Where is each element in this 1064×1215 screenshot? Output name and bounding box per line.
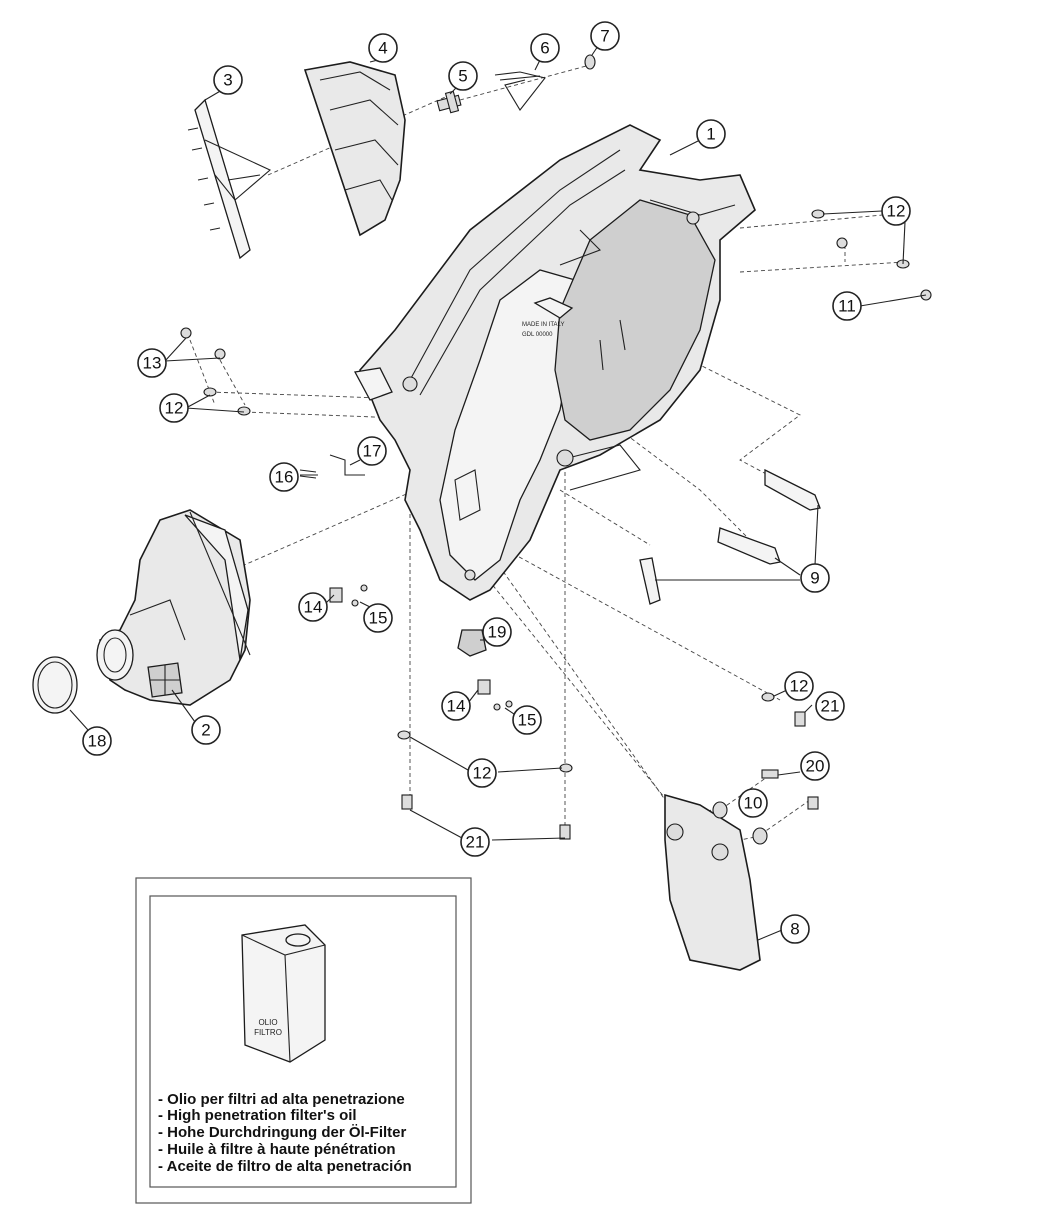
small-washer (584, 54, 596, 70)
callout-number: 1 (706, 125, 715, 144)
callout-number: 8 (790, 920, 799, 939)
callout-10: 10 (738, 788, 768, 818)
callout-7: 7 (590, 21, 620, 51)
callout-12-left: 12 (159, 393, 189, 423)
filter-screw (436, 90, 462, 114)
callout-number: 11 (838, 297, 856, 316)
callout-4: 4 (368, 33, 398, 63)
callout-20: 20 (800, 751, 830, 781)
callout-18: 18 (82, 726, 112, 756)
callout-number: 9 (810, 569, 819, 588)
callout-3: 3 (213, 65, 243, 95)
callout-12: 12 (881, 196, 911, 226)
legend-line-spanish: - Aceite de filtro de alta penetración (158, 1158, 412, 1175)
callout-16: 16 (269, 462, 299, 492)
grommets (712, 801, 768, 845)
callout-number: 5 (458, 67, 467, 86)
clamp-ring (32, 656, 78, 714)
can-label-line-1: OLIO (258, 1018, 277, 1027)
spring-clip (494, 71, 546, 111)
callout-19: 19 (482, 617, 512, 647)
legend-line-english: - High penetration filter's oil (158, 1107, 357, 1124)
callout-number: 17 (363, 442, 382, 461)
filter-cage (187, 98, 272, 260)
hardware-parts (180, 209, 932, 840)
callout-number: 15 (518, 711, 537, 730)
callout-15: 15 (363, 603, 393, 633)
molded-text-made-in: MADE IN ITALY (522, 322, 564, 328)
callout-number: 16 (275, 468, 294, 487)
callout-1: 1 (696, 119, 726, 149)
legend-line-french: - Huile à filtre à haute pénétration (158, 1141, 396, 1158)
callout-number: 13 (143, 354, 162, 373)
callout-number: 7 (600, 27, 609, 46)
callout-number: 4 (378, 39, 387, 58)
callout-12-bottom: 12 (467, 758, 497, 788)
callout-number: 21 (821, 697, 840, 716)
side-cover-plate (664, 793, 761, 971)
callout-number: 19 (488, 623, 507, 642)
callout-number: 18 (88, 732, 107, 751)
callout-12-right: 12 (784, 671, 814, 701)
callout-number: 2 (201, 721, 210, 740)
legend-line-german: - Hohe Durchdringung der Öl-Filter (158, 1124, 406, 1141)
leader-lines (69, 45, 927, 941)
callout-number: 20 (806, 757, 825, 776)
callout-2: 2 (191, 715, 221, 745)
airbox-housing: MADE IN ITALY GDL 00000 (353, 124, 756, 601)
callout-15-lower: 15 (512, 705, 542, 735)
air-filter (303, 61, 406, 237)
can-label-line-2: FILTRO (254, 1028, 282, 1037)
callout-number: 12 (165, 399, 184, 418)
callout-14: 14 (298, 592, 328, 622)
callout-number: 10 (744, 794, 763, 813)
callout-9: 9 (800, 563, 830, 593)
rubber-straps (639, 468, 821, 605)
callout-number: 21 (466, 833, 485, 852)
filter-oil-legend: OLIO FILTRO - Olio per filtri ad alta pe… (135, 877, 472, 1204)
intake-boot (96, 509, 251, 706)
callout-21: 21 (815, 691, 845, 721)
callout-11: 11 (832, 291, 862, 321)
callout-number: 6 (540, 39, 549, 58)
callout-number: 15 (369, 609, 388, 628)
callout-17: 17 (357, 436, 387, 466)
callout-13: 13 (137, 348, 167, 378)
callout-8: 8 (780, 914, 810, 944)
callout-number: 14 (447, 697, 466, 716)
callout-number: 12 (473, 764, 492, 783)
legend-line-italian: - Olio per filtri ad alta penetrazione (158, 1091, 405, 1108)
callout-6: 6 (530, 33, 560, 63)
oil-can-illustration: OLIO FILTRO (241, 924, 326, 1063)
callout-21-lower: 21 (460, 827, 490, 857)
callout-number: 14 (304, 598, 323, 617)
callout-number: 3 (223, 71, 232, 90)
callout-number: 12 (887, 202, 906, 221)
callout-14-lower: 14 (441, 691, 471, 721)
callout-5: 5 (448, 61, 478, 91)
callout-number: 12 (790, 677, 809, 696)
molded-text-code: GDL 00000 (522, 332, 553, 338)
